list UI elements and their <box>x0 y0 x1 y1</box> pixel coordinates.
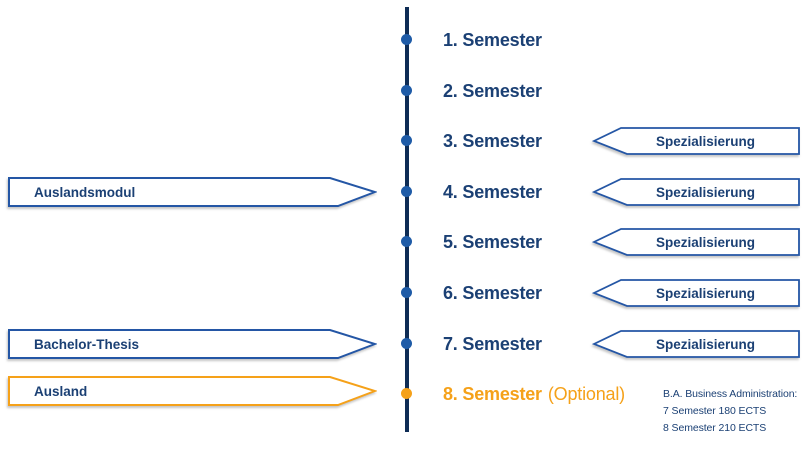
right-arrow-shape-orange <box>8 376 377 406</box>
spezialisierung-label: Spezialisierung <box>655 234 756 250</box>
spezialisierung-label: Spezialisierung <box>655 184 756 200</box>
timeline-dot-semester-8 <box>401 388 412 399</box>
timeline-line <box>405 7 409 432</box>
right-arrow-shape <box>8 177 377 207</box>
arrow-ausland: Ausland <box>8 376 377 406</box>
timeline-dot-semester-5 <box>401 236 412 247</box>
semester-6-label: 6. Semester <box>443 283 542 303</box>
arrow-spezialisierung-semester-3: Spezialisierung <box>592 127 801 155</box>
left-arrow-shape <box>592 330 800 358</box>
timeline-dot-semester-2 <box>401 85 412 96</box>
bachelor-thesis-label: Bachelor-Thesis <box>34 336 140 352</box>
arrow-spezialisierung-semester-7: Spezialisierung <box>592 330 801 358</box>
ausland-label: Ausland <box>34 383 88 399</box>
arrow-spezialisierung-semester-4: Spezialisierung <box>592 178 801 206</box>
semester-7-label: 7. Semester <box>443 334 542 354</box>
footnote-line-7-semester: 7 Semester 180 ECTS <box>663 405 767 417</box>
spezialisierung-label: Spezialisierung <box>655 133 756 149</box>
left-arrow-shape <box>592 228 800 256</box>
semester-8-label: 8. Semester(Optional) <box>443 382 625 406</box>
timeline-dot-semester-1 <box>401 34 412 45</box>
auslandsmodul-label: Auslandsmodul <box>34 184 136 200</box>
semester-8-label-main: 8. Semester <box>443 384 542 404</box>
arrow-spezialisierung-semester-6: Spezialisierung <box>592 279 801 307</box>
arrow-bachelor-thesis: Bachelor-Thesis <box>8 329 377 359</box>
arrow-spezialisierung-semester-5: Spezialisierung <box>592 228 801 256</box>
semester-1-label: 1. Semester <box>443 30 542 50</box>
left-arrow-shape <box>592 178 800 206</box>
timeline-dot-semester-3 <box>401 135 412 146</box>
semester-2-label: 2. Semester <box>443 81 542 101</box>
semester-8-optional-suffix: (Optional) <box>547 384 625 404</box>
left-arrow-shape <box>592 127 800 155</box>
right-arrow-shape <box>8 329 377 359</box>
timeline-dot-semester-7 <box>401 338 412 349</box>
ects-footnote: B.A. Business Administration: 7 Semester… <box>663 386 797 437</box>
arrow-auslandsmodul: Auslandsmodul <box>8 177 377 207</box>
spezialisierung-label: Spezialisierung <box>655 336 756 352</box>
footnote-line-program: B.A. Business Administration: <box>663 388 798 400</box>
spezialisierung-label: Spezialisierung <box>655 285 756 301</box>
semester-5-label: 5. Semester <box>443 232 542 252</box>
timeline-dot-semester-4 <box>401 186 412 197</box>
semester-4-label: 4. Semester <box>443 182 542 202</box>
footnote-line-8-semester: 8 Semester 210 ECTS <box>663 422 767 434</box>
timeline-dot-semester-6 <box>401 287 412 298</box>
semester-3-label: 3. Semester <box>443 131 542 151</box>
left-arrow-shape <box>592 279 800 307</box>
